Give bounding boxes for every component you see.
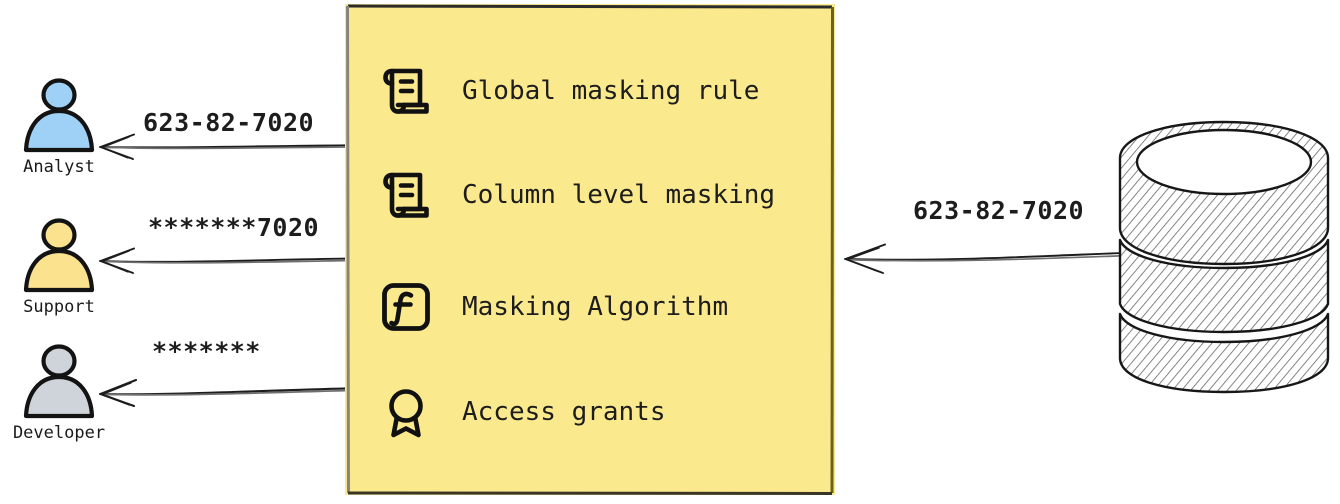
policy-item-access-grants[interactable]: Access grants xyxy=(378,382,666,442)
arrow-label-developer: ******* xyxy=(152,337,261,366)
award-icon xyxy=(389,389,423,438)
arrow-label-analyst: 623-82-7020 xyxy=(143,108,315,137)
arrow-label-database: 623-82-7020 xyxy=(913,196,1085,225)
policy-item-label: Column level masking xyxy=(462,180,776,210)
policy-item-masking-algorithm[interactable]: Masking Algorithm xyxy=(378,277,728,337)
policy-item-column-level-masking[interactable]: Column level masking xyxy=(378,165,775,225)
policy-item-global-masking-rule[interactable]: Global masking rule xyxy=(378,61,759,121)
person-icon xyxy=(23,344,95,419)
arrow-to-support xyxy=(98,242,348,282)
arrow-label-support: *******7020 xyxy=(148,213,320,242)
scroll-icon xyxy=(383,172,429,218)
policy-item-label: Masking Algorithm xyxy=(462,292,729,322)
actor-label: Analyst xyxy=(23,157,95,177)
masking-policy-box[interactable]: Global masking rule Column level masking xyxy=(345,4,835,495)
actor-label: Support xyxy=(23,297,95,317)
person-icon xyxy=(23,218,95,293)
scroll-icon xyxy=(383,68,429,114)
arrow-to-developer xyxy=(98,373,349,413)
person-icon xyxy=(23,78,95,153)
arrow-to-analyst xyxy=(98,128,348,168)
actor-support[interactable]: Support xyxy=(4,218,114,317)
policy-item-label: Access grants xyxy=(462,397,666,427)
actor-label: Developer xyxy=(12,423,106,443)
actor-analyst[interactable]: Analyst xyxy=(4,78,114,177)
database-cylinder[interactable] xyxy=(1108,118,1340,396)
arrow-database-to-policy xyxy=(843,240,1128,280)
policy-item-label: Global masking rule xyxy=(462,76,760,106)
database-icon xyxy=(1118,120,1330,394)
policy-item-list: Global masking rule Column level masking xyxy=(345,4,835,495)
actor-developer[interactable]: Developer xyxy=(4,344,114,443)
function-icon xyxy=(382,283,430,331)
